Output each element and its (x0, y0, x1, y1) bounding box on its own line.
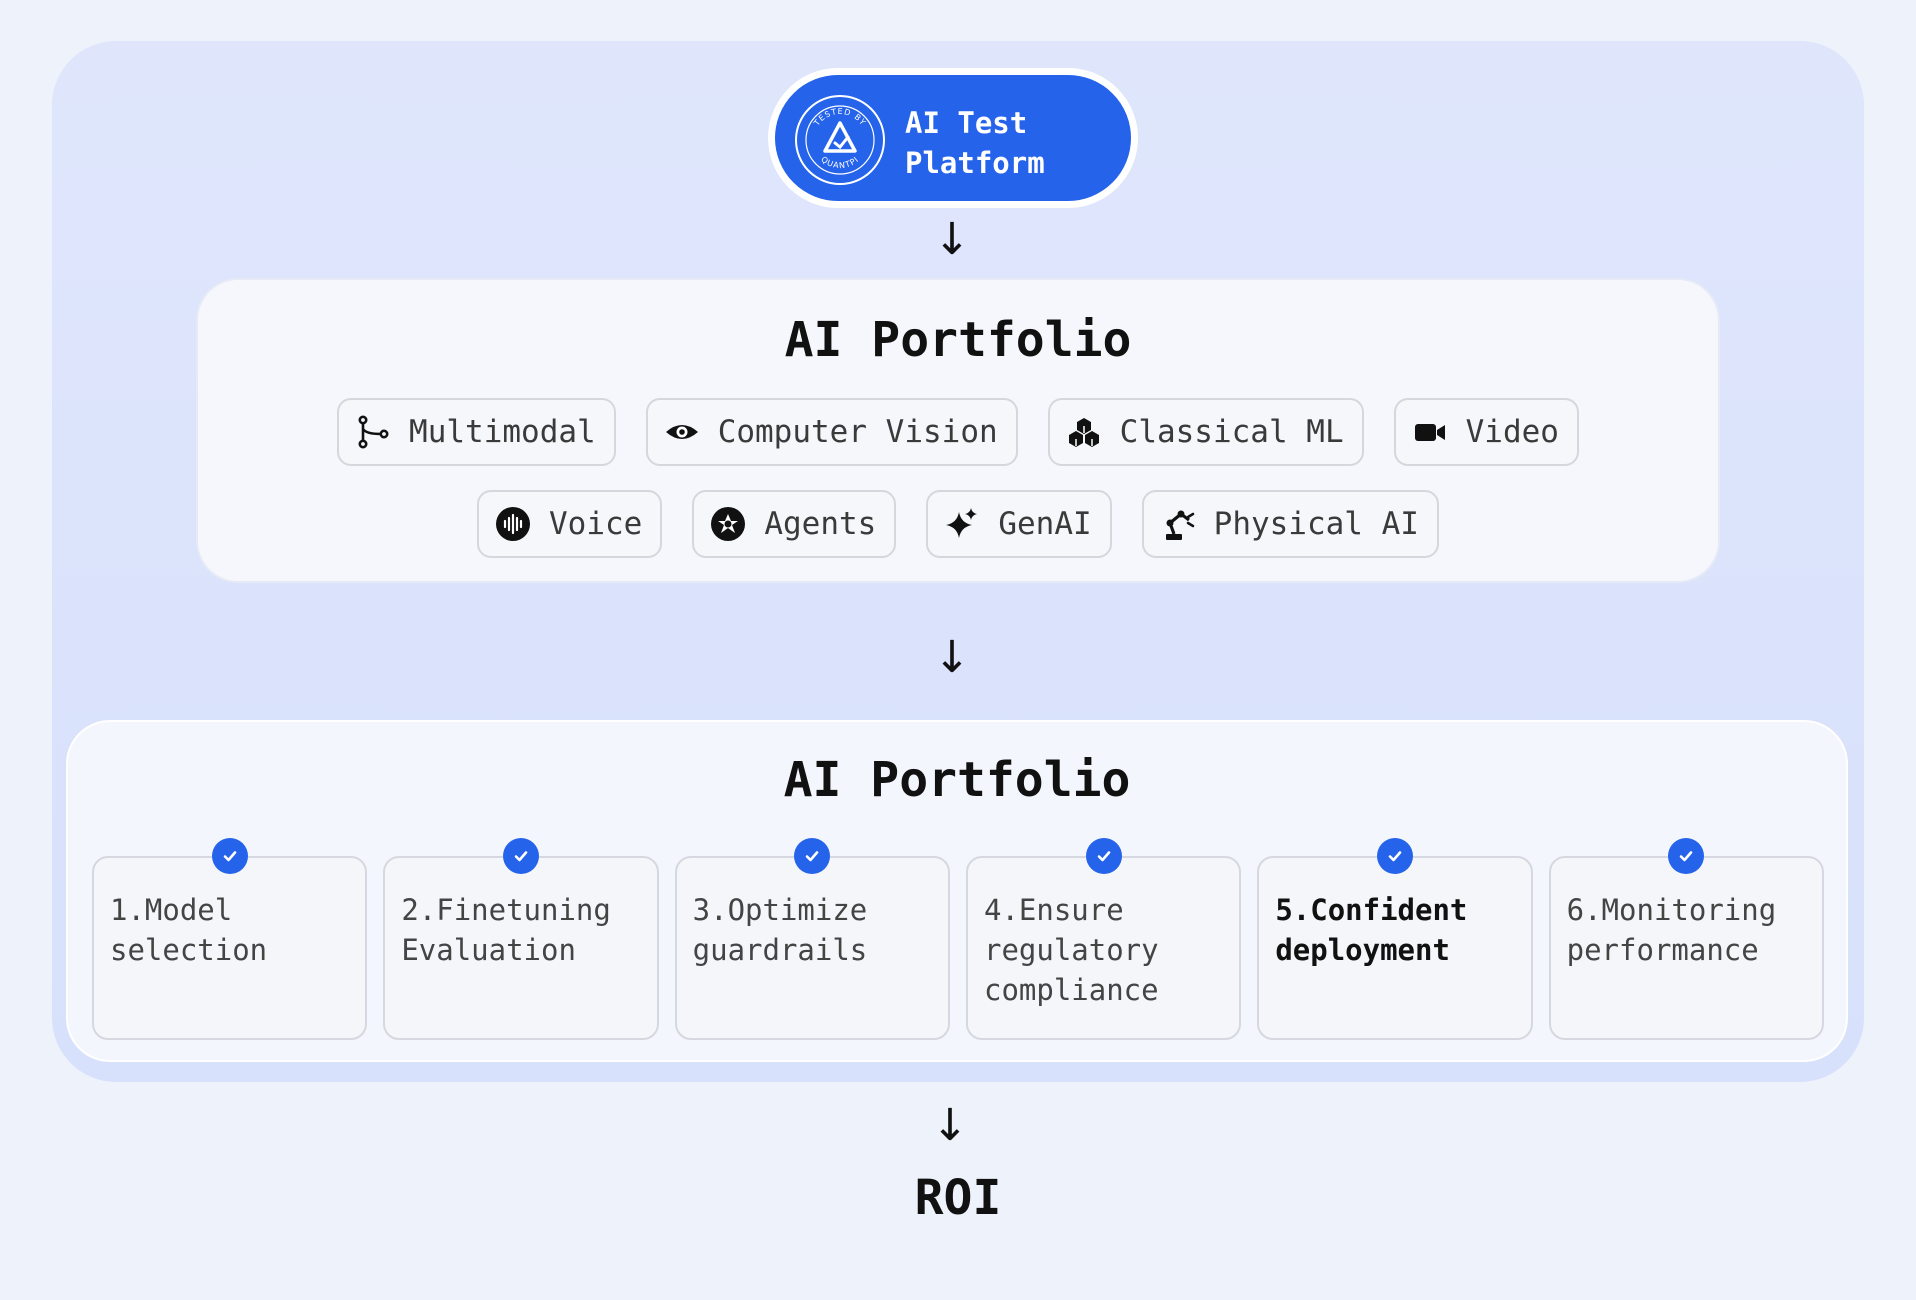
step-card-active: 5.Confident deployment (1257, 838, 1533, 1040)
chip-video: Video (1393, 398, 1579, 466)
branch-icon (355, 414, 391, 450)
arrow-down-icon: ↓ (931, 1100, 969, 1151)
chip-voice: Voice (477, 490, 663, 558)
step-label: 1.Model selection (110, 893, 268, 967)
badge-bottom-text: QUANTPI (819, 155, 859, 170)
tested-by-badge-icon: TESTED BY QUANTPI (795, 95, 885, 185)
chip-label: Video (1465, 414, 1559, 450)
ai-portfolio-card: AI Portfolio Multimodal Comp (196, 278, 1720, 583)
step-label: 5.Confident deployment (1275, 893, 1468, 967)
chip-physical-ai: Physical AI (1141, 490, 1439, 558)
lifecycle-title: AI Portfolio (783, 752, 1131, 808)
check-icon (794, 838, 831, 874)
ai-test-platform-pill: TESTED BY QUANTPI AI Test Platform (768, 68, 1138, 208)
arrow-down-icon: ↓ (933, 214, 971, 265)
portfolio-row-2: Voice Agents GenAI (198, 490, 1718, 558)
chip-label: Agents (764, 506, 877, 542)
cubes-icon (1066, 414, 1102, 450)
step-label: 3.Optimize guardrails (692, 893, 868, 967)
roi-label: ROI (914, 1170, 1002, 1226)
chip-label: Physical AI (1213, 506, 1419, 542)
chip-label: GenAI (998, 506, 1092, 542)
chip-classical-ml: Classical ML (1047, 398, 1364, 466)
step-label: 6.Monitoring performance (1566, 893, 1777, 967)
check-icon (1085, 838, 1122, 874)
lifecycle-card: AI Portfolio 1.Model selection 2.Finetun… (66, 720, 1848, 1062)
portfolio-title: AI Portfolio (784, 312, 1132, 368)
chip-label: Voice (549, 506, 643, 542)
chip-label: Multimodal (409, 414, 596, 450)
step-label: 4.Ensure regulatory compliance (983, 893, 1159, 1007)
step-card: 1.Model selection (92, 838, 368, 1040)
chip-label: Computer Vision (717, 414, 998, 450)
check-icon (1668, 838, 1705, 874)
chip-label: Classical ML (1119, 414, 1344, 450)
portfolio-row-1: Multimodal Computer Vision (198, 398, 1718, 466)
lifecycle-steps: 1.Model selection 2.Finetuning Evaluatio… (92, 838, 1824, 1040)
soundwave-icon (495, 506, 531, 542)
svg-text:QUANTPI: QUANTPI (819, 155, 860, 170)
agent-icon (710, 506, 746, 542)
check-icon (1376, 838, 1413, 874)
arrow-down-icon: ↓ (933, 632, 971, 683)
platform-label: AI Test Platform (905, 106, 1045, 180)
chip-agents: Agents (692, 490, 897, 558)
step-label: 2.Finetuning Evaluation (401, 893, 611, 967)
chip-computer-vision: Computer Vision (645, 398, 1018, 466)
step-card: 3.Optimize guardrails (674, 838, 950, 1040)
step-card: 4.Ensure regulatory compliance (965, 838, 1242, 1040)
video-camera-icon (1412, 414, 1448, 450)
step-card: 2.Finetuning Evaluation (383, 838, 659, 1040)
chip-multimodal: Multimodal (337, 398, 616, 466)
robot-arm-icon (1160, 506, 1196, 542)
chip-genai: GenAI (926, 490, 1112, 558)
eye-icon (664, 414, 700, 450)
check-icon (502, 838, 539, 874)
sparkle-icon (944, 506, 980, 542)
check-icon (211, 838, 248, 874)
step-card: 6.Monitoring performance (1548, 838, 1824, 1040)
